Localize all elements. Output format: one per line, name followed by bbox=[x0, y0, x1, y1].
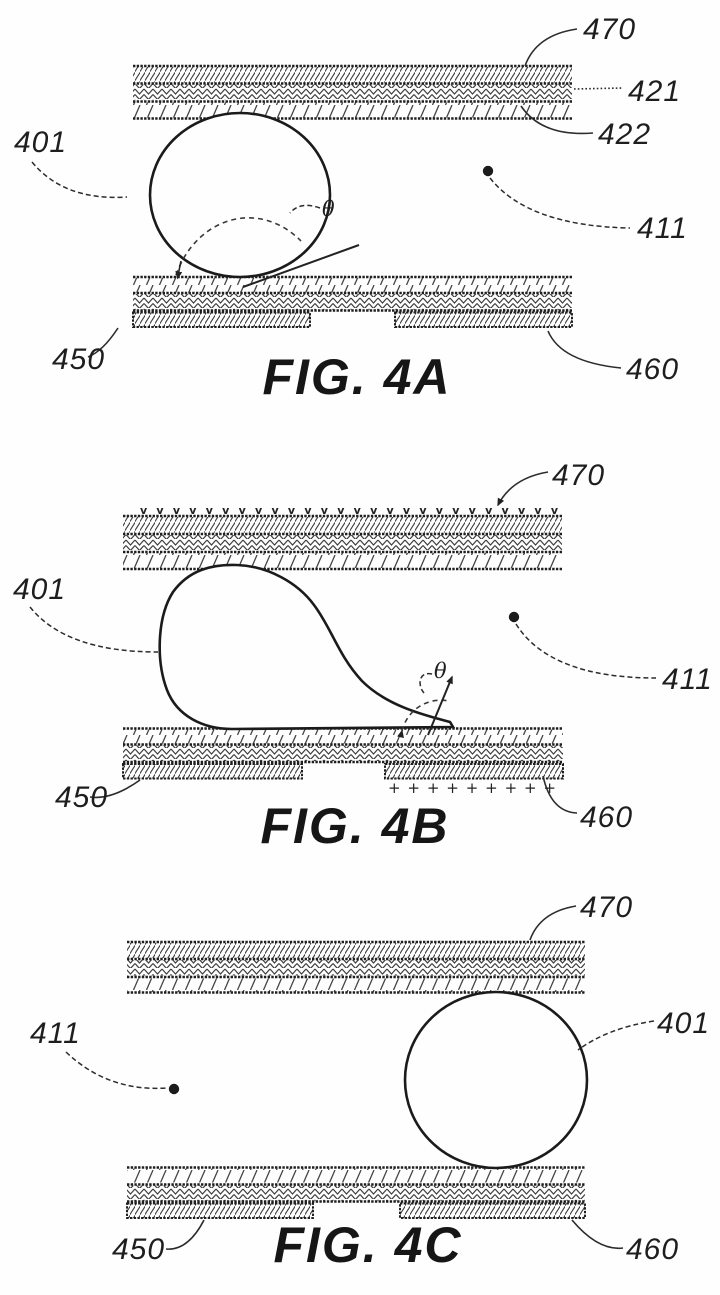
fig4c-bottom-plate bbox=[126, 1166, 586, 1219]
fig4a-leader-401 bbox=[31, 161, 128, 199]
fig4b-caption: FIG. 4B bbox=[260, 798, 449, 854]
fig4c-caption: FIG. 4C bbox=[273, 1217, 462, 1273]
fig4a-leader-450 bbox=[87, 327, 119, 358]
fig4a-caption: FIG. 4A bbox=[262, 349, 451, 405]
fig4c-electrode-left bbox=[126, 1202, 314, 1219]
fig4b-bottom-plate bbox=[122, 727, 564, 780]
fig4b-leader-450 bbox=[89, 779, 141, 799]
fig4a-electrode-right bbox=[394, 311, 573, 328]
fig4a-label-411: 411 bbox=[637, 212, 688, 245]
fig4a-theta-label: θ bbox=[322, 197, 335, 221]
fig4b-droplet bbox=[158, 563, 456, 731]
fig4c-label-450: 450 bbox=[112, 1233, 165, 1266]
fig4b-positive-charge-row: + + + + + + + + + bbox=[388, 779, 556, 797]
fig4b-electrode-right bbox=[384, 763, 564, 780]
fig4c-droplet bbox=[403, 990, 589, 1170]
fig4a-label-422: 422 bbox=[598, 118, 651, 151]
fig4a-leader-411 bbox=[489, 177, 631, 229]
fig4c-leader-401 bbox=[577, 1020, 655, 1051]
fig-4b-panel: v v v v v v v v v v v v v v v v v v v v … bbox=[13, 459, 713, 854]
fig4b-label-460: 460 bbox=[580, 801, 633, 834]
fig4b-leader-401 bbox=[29, 606, 159, 653]
fig4a-leader-421 bbox=[573, 87, 624, 90]
fig4a-leader-460 bbox=[547, 330, 622, 369]
fig4c-label-470: 470 bbox=[580, 891, 633, 924]
fig4a-label-401: 401 bbox=[14, 126, 67, 159]
fig4b-negative-charge-row: v v v v v v v v v v v v v v v v v v v v … bbox=[140, 504, 559, 517]
fig4b-electrode-left bbox=[122, 763, 303, 780]
fig4b-label-411: 411 bbox=[662, 663, 713, 696]
fig4b-leader-460 bbox=[542, 775, 578, 814]
fig4b-label-450: 450 bbox=[55, 781, 108, 814]
fig4b-top-plate bbox=[123, 514, 562, 571]
fig4a-bottom-plate bbox=[132, 275, 573, 328]
fig-4a-panel: θ 470 421 422 401 411 450 460 FIG. 4A bbox=[14, 13, 688, 405]
fig4c-top-plate bbox=[127, 940, 585, 994]
fig4c-leader-470 bbox=[529, 905, 577, 941]
fig4a-top-plate bbox=[133, 64, 572, 120]
fig4a-medium-dot bbox=[482, 165, 494, 177]
fig4b-theta-label: θ bbox=[434, 659, 447, 683]
fig4c-label-411: 411 bbox=[30, 1017, 81, 1050]
fig4c-leader-450 bbox=[165, 1219, 205, 1250]
fig4a-label-470: 470 bbox=[583, 13, 636, 46]
fig4b-leader-411 bbox=[515, 623, 657, 679]
fig4b-label-470: 470 bbox=[552, 459, 605, 492]
fig4a-electrode-left bbox=[132, 311, 311, 328]
fig4c-electrode-right bbox=[399, 1202, 586, 1219]
fig4b-label-401: 401 bbox=[13, 573, 66, 606]
fig-4c-panel: 470 401 411 450 460 FIG. 4C bbox=[30, 891, 710, 1273]
fig4a-leader-422 bbox=[520, 105, 594, 135]
fig4c-medium-dot bbox=[168, 1083, 180, 1095]
fig4c-label-460: 460 bbox=[626, 1233, 679, 1266]
fig4a-label-450: 450 bbox=[52, 343, 105, 376]
fig4a-contact-angle-construction: θ bbox=[175, 197, 360, 288]
fig4a-droplet bbox=[148, 111, 332, 279]
fig4b-medium-dot bbox=[508, 611, 520, 623]
fig4b-leader-470 bbox=[497, 471, 549, 507]
fig4c-label-401: 401 bbox=[657, 1007, 710, 1040]
fig4a-label-460: 460 bbox=[626, 353, 679, 386]
fig4b-contact-angle-construction: θ bbox=[397, 659, 453, 739]
fig4a-label-421: 421 bbox=[628, 75, 681, 108]
fig4a-leader-470 bbox=[524, 28, 578, 67]
fig4c-leader-411 bbox=[65, 1051, 168, 1090]
fig4c-leader-460 bbox=[571, 1219, 624, 1250]
